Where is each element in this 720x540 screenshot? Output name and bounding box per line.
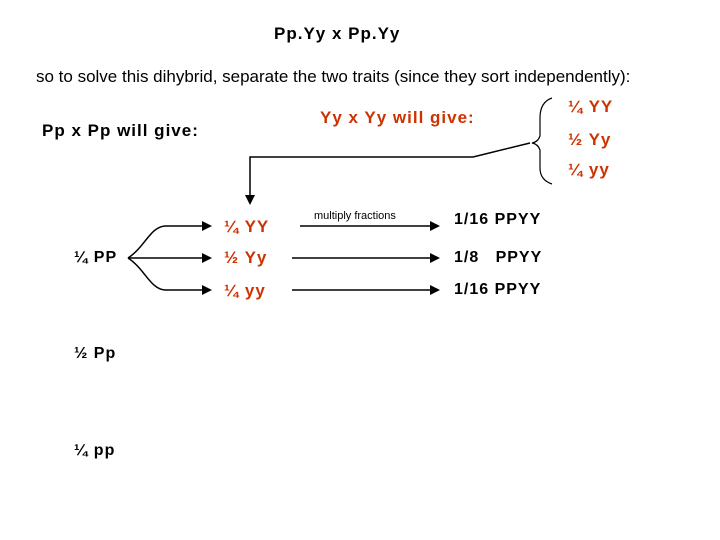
p-result-pp-dominant: ¼ PP [74,249,118,266]
subtitle: so to solve this dihybrid, separate the … [36,67,631,86]
fork-lower [127,257,212,295]
p-result-pp-hetero: ½ Pp [74,345,117,362]
y-result-yy-dominant: ¼ YY [568,97,614,116]
y-result-yy-recessive: ¼ yy [568,160,610,179]
branch-yy-hetero: ½ Yy [224,248,268,267]
bent-arrow-line [245,142,531,205]
branch-yy-dominant: ¼ YY [224,217,270,236]
cross-y-label: Yy x Yy will give: [320,108,475,127]
product-row-1: 1/16 PPYY [454,211,542,228]
product-row-2: 1/8 PPYY [454,249,543,266]
y-result-yy-hetero: ½ Yy [568,130,612,149]
p-result-pp-recessive: ¼ pp [74,442,116,459]
product-row-3: 1/16 PPYY [454,281,542,298]
cross-p-label: Pp x Pp will give: [42,121,199,140]
fork-upper [127,221,212,259]
multiply-fractions-label: multiply fractions [314,210,396,222]
brace [531,97,553,185]
branch-yy-recessive: ¼ yy [224,281,266,300]
slide-title: Pp.Yy x Pp.Yy [274,24,401,43]
